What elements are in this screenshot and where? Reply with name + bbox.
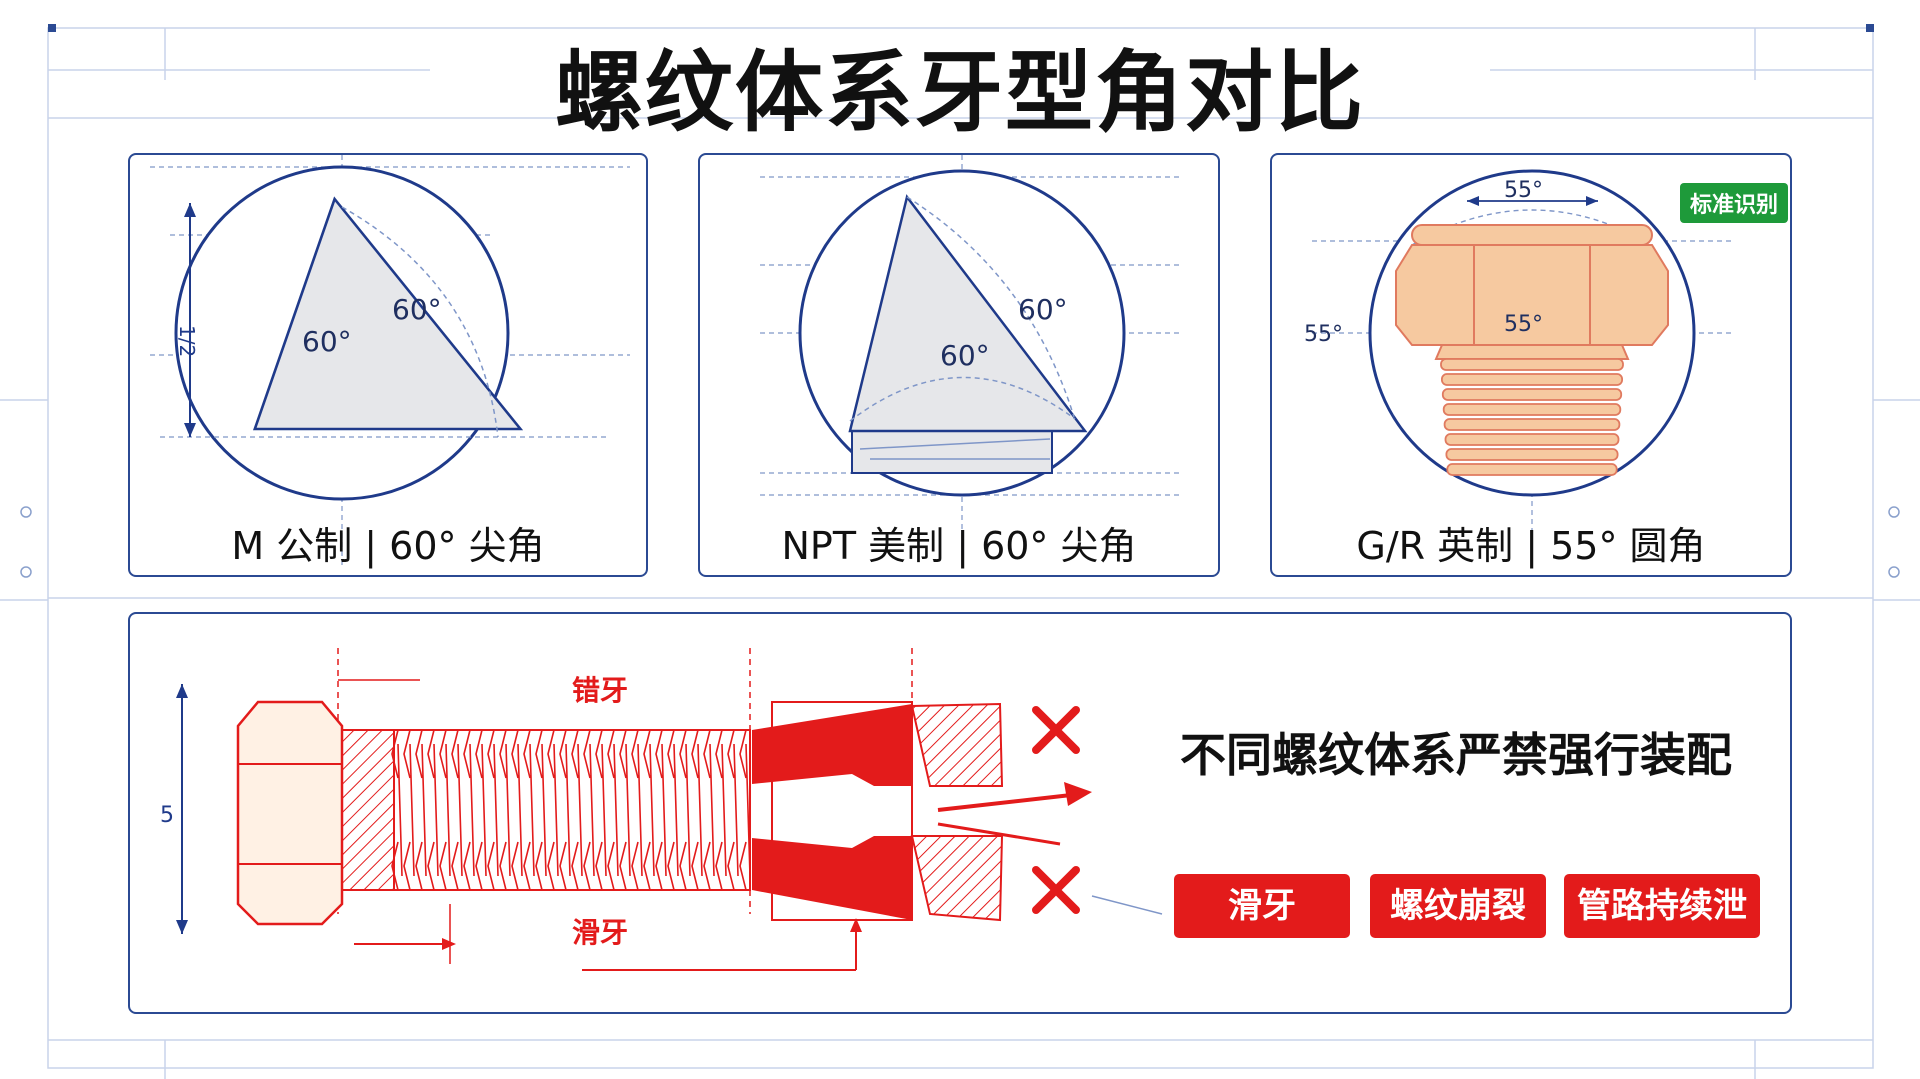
bolt-thread-line — [463, 729, 475, 891]
bolt-thread-line — [535, 729, 547, 891]
bolt-thread-line — [607, 729, 619, 891]
bsp-thread-ring — [1440, 373, 1623, 386]
bolt-thread-line — [511, 729, 523, 891]
bolt-thread-line — [595, 729, 607, 891]
bsp-angle-side: 55° — [1304, 322, 1343, 347]
npt-profile-diagram: 60° 60° — [760, 155, 1180, 565]
bolt-thread-line — [667, 729, 679, 891]
bolt-mismatch-diagram: 5 错牙 滑牙 — [160, 648, 1163, 971]
card-bsp: 55° 55° 55° 标准识别 G/R 英制 | 55° 圆角 — [1270, 153, 1792, 577]
npt-angle-outer: 60° — [1018, 293, 1068, 326]
bolt-thread-line — [583, 729, 595, 891]
bolt-thread-line — [571, 729, 583, 891]
bolt-thread-line — [487, 729, 499, 891]
warning-text: 不同螺纹体系严禁强行装配 — [1180, 728, 1732, 782]
consequence-tag-3: 管路持续泄漏 — [1564, 874, 1760, 990]
bolt-thread-line — [691, 729, 703, 891]
bolt-thread-line — [403, 729, 415, 891]
bsp-caption: G/R 英制 | 55° 圆角 — [1356, 524, 1706, 568]
consequence-tag-1: 滑牙 — [1174, 874, 1350, 938]
bolt-thread-line — [523, 729, 535, 891]
bolt-thread-line — [619, 729, 631, 891]
bsp-thread-ring — [1445, 448, 1619, 461]
bolt-thread-line — [439, 729, 451, 891]
metric-angle-inner: 60° — [302, 325, 352, 358]
bolt-thread-line — [427, 729, 439, 891]
bolt-thread-line — [727, 729, 739, 891]
bsp-thread-ring — [1444, 433, 1620, 446]
bolt-thread-line — [475, 729, 487, 891]
bolt-thread-line — [739, 729, 751, 891]
page-title: 螺纹体系牙型角对比 — [554, 41, 1365, 144]
bolt-thread-line — [679, 729, 691, 891]
bsp-thread-body — [1440, 358, 1624, 476]
bolt-thread-line — [559, 729, 571, 891]
bolt-thread-line — [703, 729, 715, 891]
metric-profile-diagram: 1/2 60° 60° — [150, 155, 630, 565]
card-metric: 1/2 60° 60° M 公制 | 60° 尖角 — [128, 153, 648, 577]
npt-angle-inner: 60° — [940, 339, 990, 372]
label-stripped: 滑牙 — [572, 916, 628, 949]
bsp-angle-center: 55° — [1504, 312, 1543, 337]
bolt-thread-line — [655, 729, 667, 891]
bsp-thread-ring — [1441, 388, 1623, 401]
npt-caption: NPT 美制 | 60° 尖角 — [781, 524, 1137, 568]
bolt-thread-line — [547, 729, 559, 891]
mismatch-panel: 5 错牙 滑牙 不同螺纹体系严禁强行装配 滑牙 — [128, 612, 1792, 1014]
consequence-tag-2: 螺纹崩裂 — [1370, 874, 1546, 938]
bolt-thread-line — [631, 729, 643, 891]
bsp-thread-ring — [1446, 463, 1618, 476]
bsp-thread-ring — [1442, 403, 1622, 416]
error-x-icons — [1032, 706, 1080, 914]
card-npt: 60° 60° NPT 美制 | 60° 尖角 — [698, 153, 1220, 577]
bsp-angle-top: 55° — [1504, 178, 1543, 203]
metric-caption: M 公制 | 60° 尖角 — [231, 524, 545, 568]
bolt-thread-lines — [391, 729, 751, 891]
bolt-thread-line — [499, 729, 511, 891]
standard-badge: 标准识别 — [1680, 183, 1789, 223]
label-cross-thread: 错牙 — [572, 674, 628, 707]
bolt-dim-label: 5 — [160, 803, 174, 828]
bsp-fitting-diagram: 55° 55° 55° — [1304, 169, 1732, 565]
bolt-thread-line — [451, 729, 463, 891]
bsp-thread-ring — [1440, 358, 1624, 371]
bsp-thread-ring — [1443, 418, 1621, 431]
bolt-thread-line — [391, 729, 403, 891]
bolt-thread-line — [643, 729, 655, 891]
metric-dim-label: 1/2 — [175, 325, 199, 357]
bolt-thread-line — [415, 729, 427, 891]
bolt-thread-line — [715, 729, 727, 891]
metric-angle-outer: 60° — [392, 293, 442, 326]
